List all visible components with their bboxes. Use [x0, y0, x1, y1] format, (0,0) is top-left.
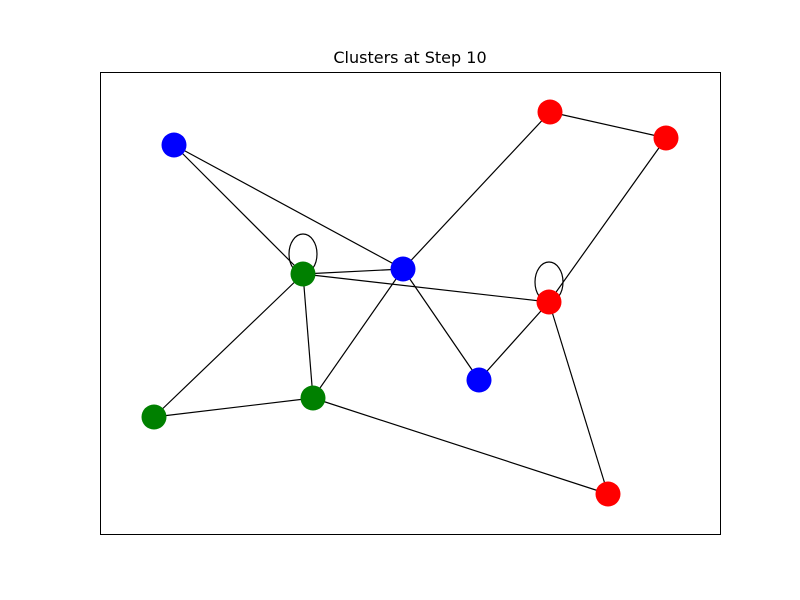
node-n4-green	[290, 261, 316, 287]
edge-n5-n8	[312, 268, 404, 399]
edge-n1-n5	[173, 144, 404, 270]
edge-n6-n7	[478, 301, 550, 381]
edges-layer	[153, 111, 667, 495]
node-n6-red	[536, 289, 562, 315]
node-n9-green	[141, 404, 167, 430]
edge-n6-n10	[548, 301, 609, 495]
edge-n4-n5	[302, 268, 404, 275]
chart-title: Clusters at Step 10	[333, 48, 487, 67]
node-n5-blue	[390, 256, 416, 282]
edge-n5-n7	[402, 268, 480, 381]
node-n3-red	[653, 125, 679, 151]
node-n8-green	[300, 385, 326, 411]
edge-n8-n9	[153, 397, 314, 418]
node-n2-red	[537, 99, 563, 125]
nodes-layer	[141, 99, 679, 507]
node-n1-blue	[161, 132, 187, 158]
edge-n1-n4	[173, 144, 304, 275]
edge-n4-n9	[153, 273, 304, 418]
edge-n2-n3	[549, 111, 667, 139]
edge-n3-n6	[548, 137, 667, 303]
edge-n4-n6	[302, 273, 550, 303]
edge-n2-n5	[402, 111, 551, 270]
node-n7-blue	[466, 367, 492, 393]
edge-n4-n8	[302, 273, 314, 399]
plot-frame	[100, 72, 721, 535]
node-n10-red	[595, 481, 621, 507]
edge-n8-n10	[312, 397, 609, 495]
